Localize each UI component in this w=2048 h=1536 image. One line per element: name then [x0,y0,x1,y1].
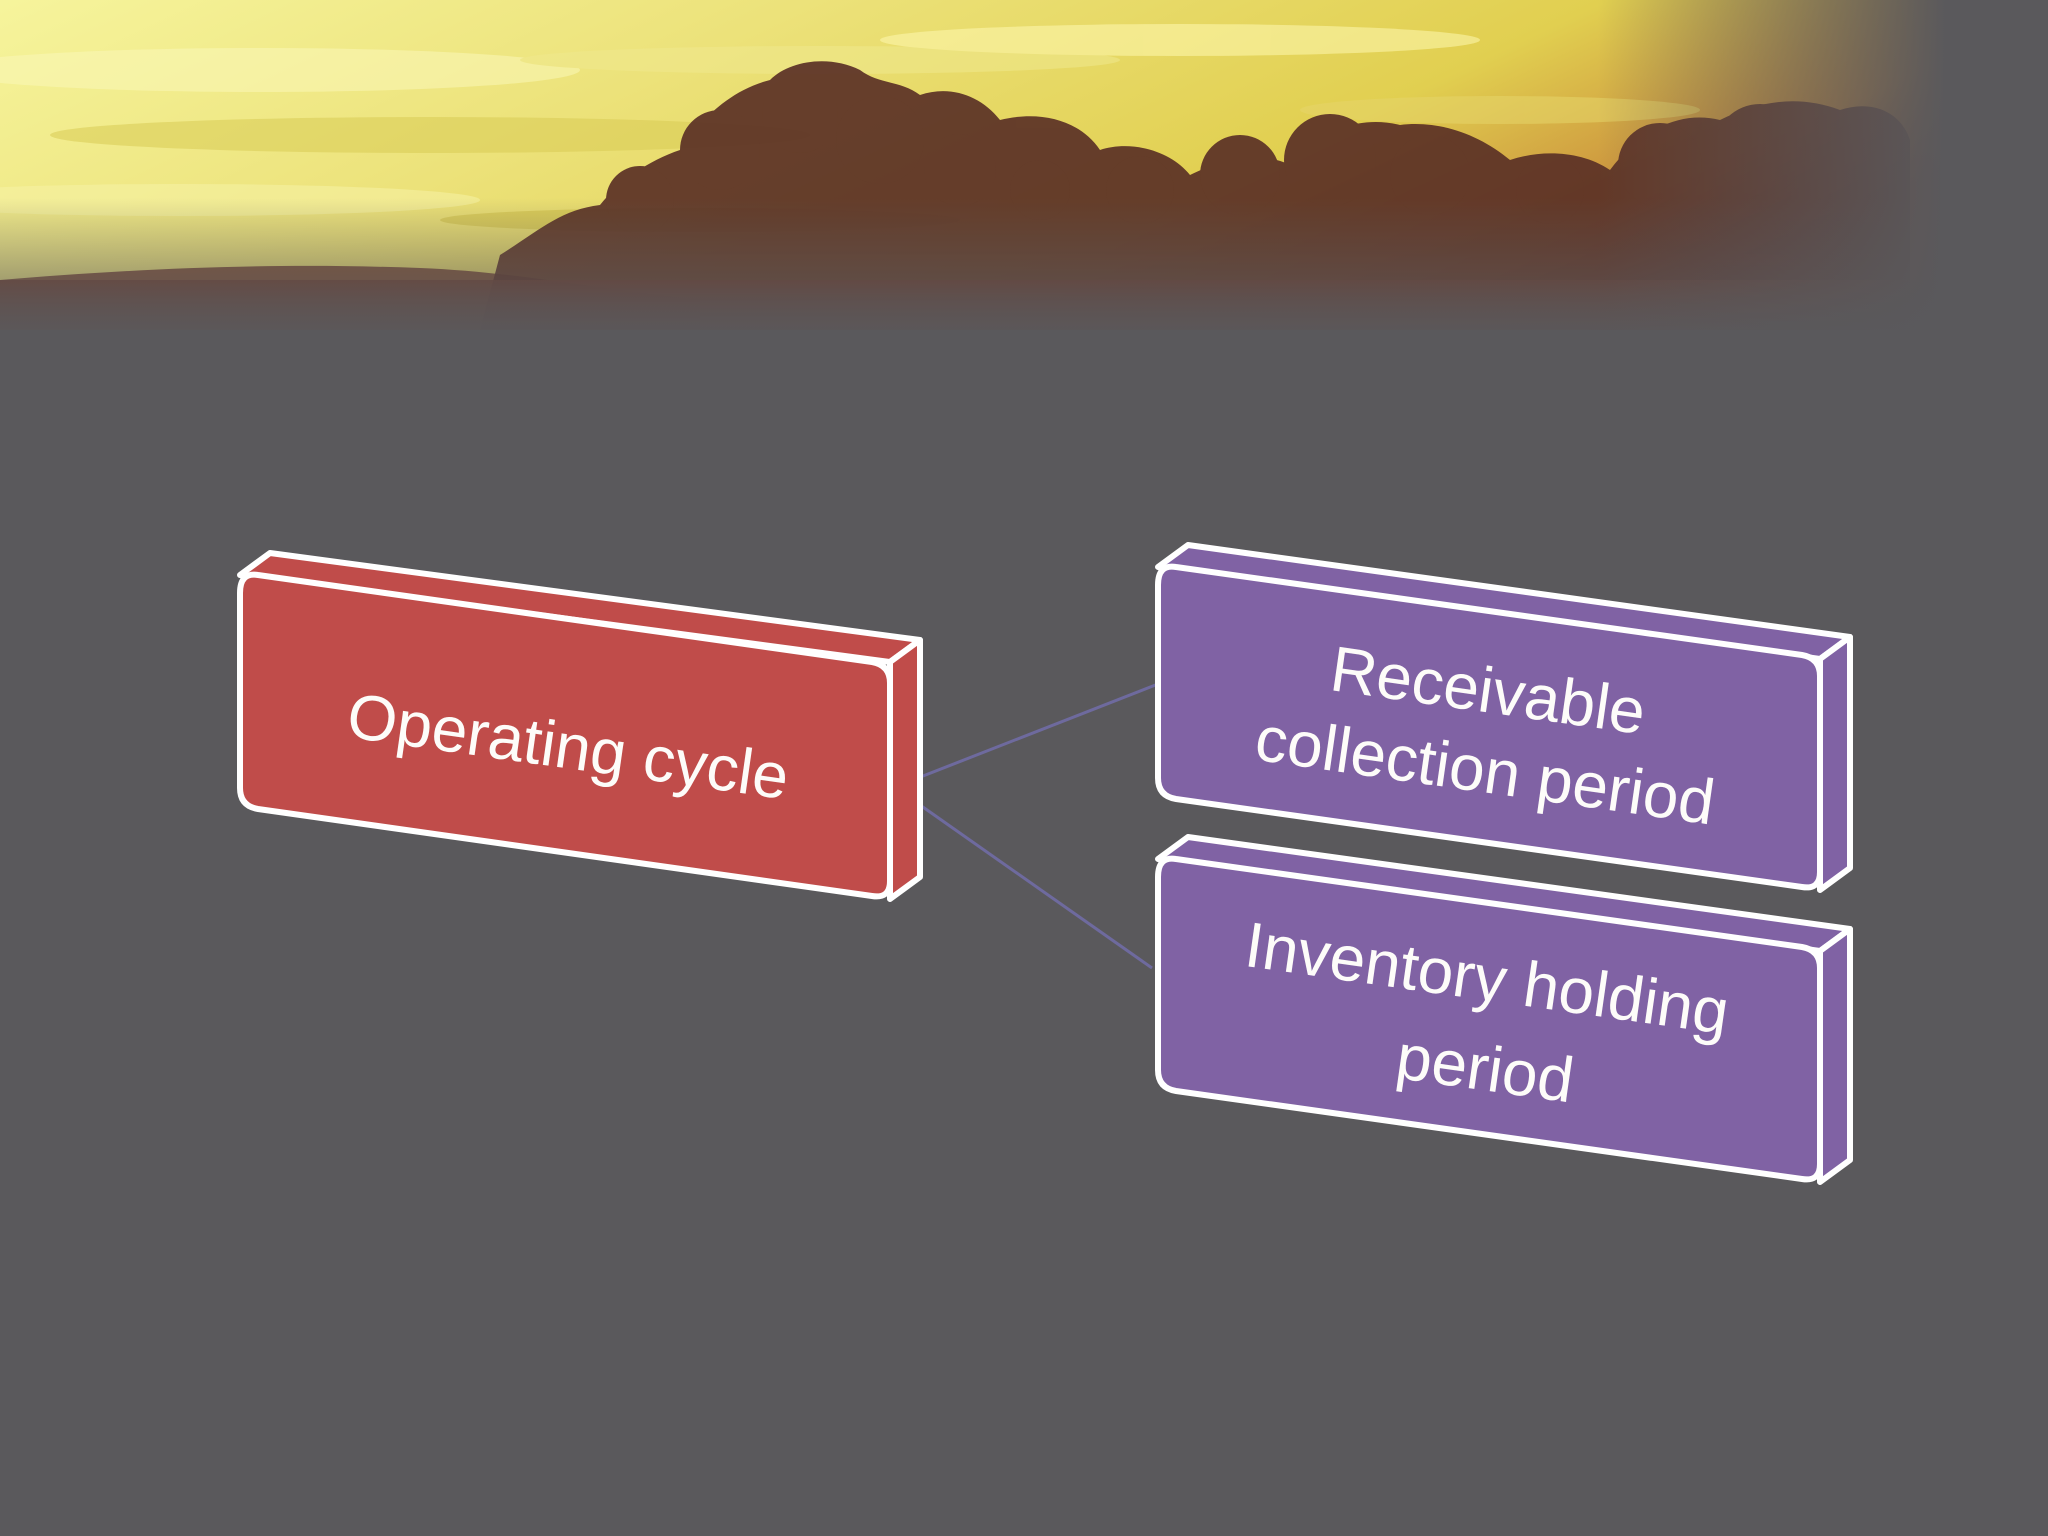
connector-to-inventory [919,803,1153,970]
inventory-block-side [1817,926,1853,1185]
connector-lines [899,682,1159,970]
inventory-holding-period-block[interactable]: Inventory holding period [1155,834,1853,1185]
receivable-block-side [1817,634,1853,893]
connector-to-receivable [899,682,1159,787]
operating-cycle-block-front [237,571,893,900]
operating-cycle-block[interactable]: Operating cycle [237,550,923,902]
sunset-photo-banner [0,0,2048,370]
receivable-collection-period-block[interactable]: Receivable collection period [1155,542,1853,893]
receivable-block-front [1155,563,1823,891]
inventory-block-front [1155,855,1823,1183]
operating-cycle-block-side [887,637,923,902]
